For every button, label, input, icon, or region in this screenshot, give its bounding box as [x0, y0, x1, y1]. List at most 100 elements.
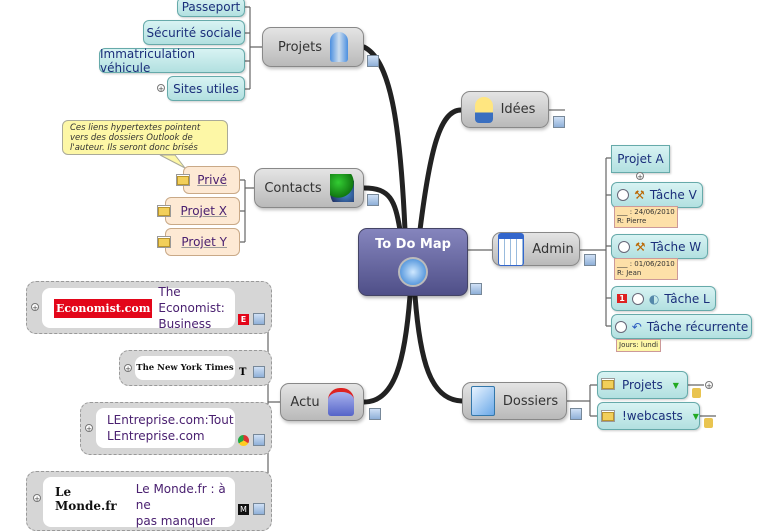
feed-content[interactable]: Le Monde.fr Le Monde.fr : à ne pas manque… [43, 477, 235, 529]
task-v[interactable]: ⚒Tâche V [611, 182, 703, 208]
favicon-nyt: T [239, 367, 247, 378]
priority-badge: 1 [617, 294, 627, 303]
link-label: Projet Y [181, 235, 227, 249]
note-icon[interactable] [553, 116, 565, 128]
folder-icon [176, 174, 190, 186]
link-projet-y[interactable]: Projet Y [165, 228, 240, 256]
topic-dossiers[interactable]: Dossiers [462, 382, 567, 420]
compass-icon [398, 257, 428, 287]
favicon-economist: E [238, 314, 249, 325]
central-title: To Do Map [375, 237, 451, 252]
note-icon[interactable] [367, 55, 379, 67]
pin-icon [692, 388, 701, 398]
topic-projets[interactable]: Projets [262, 27, 364, 67]
progress-circle-icon[interactable] [614, 320, 627, 333]
folder-webcasts[interactable]: !webcasts▼ [597, 402, 700, 430]
expand-icon[interactable]: + [85, 424, 93, 433]
note-icon[interactable] [570, 408, 582, 420]
expand-icon[interactable]: + [636, 172, 644, 181]
subtopic-projet-a[interactable]: Projet A [611, 145, 670, 173]
expand-icon[interactable]: + [31, 303, 39, 312]
topic-label: Admin [532, 241, 574, 257]
resource: R: Jean [617, 269, 642, 277]
document-pencil-icon [470, 386, 495, 416]
subtopic-label: Projet A [617, 152, 664, 166]
topic-actu[interactable]: Actu [280, 383, 364, 421]
task-label: Tâche récurrente [646, 319, 749, 334]
topic-admin[interactable]: Admin [492, 232, 580, 266]
note-icon[interactable] [253, 366, 265, 378]
subtopic-label: Sites utiles [173, 81, 239, 96]
topic-label: Actu [290, 394, 320, 410]
feed-title-line: The Economist: [158, 285, 225, 315]
progress-circle-icon[interactable] [631, 292, 644, 305]
nyt-logo: The New York Times [136, 363, 234, 373]
topic-label: Idées [500, 102, 536, 117]
expand-icon[interactable]: + [33, 494, 41, 503]
note-icon[interactable] [253, 313, 265, 325]
progress-circle-icon[interactable] [617, 240, 630, 253]
central-topic[interactable]: To Do Map [358, 228, 468, 296]
recurrence-icon: ↶ [631, 319, 642, 334]
callout: Ces liens hypertextes pointent vers des … [62, 120, 228, 155]
topic-idees[interactable]: Idées [461, 91, 549, 128]
subtopic-sites-utiles[interactable]: Sites utiles [167, 76, 245, 101]
mailbox-icon [327, 388, 354, 416]
feed-content[interactable]: Economist.com The Economist:Business [42, 285, 235, 331]
task-l[interactable]: 1 ◐ Tâche L [611, 286, 716, 311]
expand-icon[interactable]: + [157, 84, 165, 93]
task-recurrente[interactable]: ↶ Tâche récurrente [611, 314, 752, 339]
calendar-icon [498, 232, 525, 266]
feed-content[interactable]: The New York Times [135, 356, 235, 380]
expand-icon[interactable]: + [705, 381, 713, 390]
folder-icon [157, 236, 171, 248]
task-label: Tâche L [664, 291, 710, 306]
resource-icon: ◐ [648, 291, 660, 306]
folder-icon [601, 378, 615, 390]
note-icon[interactable] [470, 283, 482, 295]
topic-label: Dossiers [502, 393, 559, 409]
lemonde-logo: Le Monde.fr [55, 485, 117, 513]
feed-title-line: LEntreprise.com [107, 429, 205, 443]
subtopic-passeport[interactable]: Passeport [177, 0, 245, 17]
expand-icon[interactable]: + [124, 364, 132, 373]
gavel-icon: ⚒ [634, 239, 646, 254]
connectors [159, 6, 716, 516]
resource: R: Pierre [617, 217, 647, 225]
progress-circle-icon[interactable] [617, 189, 630, 201]
link-label: Projet X [180, 204, 228, 218]
note-icon[interactable] [369, 408, 381, 420]
folder-projets[interactable]: Projets▼ [597, 371, 688, 399]
due-date: ___ : 24/06/2010 [617, 208, 675, 216]
note-icon[interactable] [253, 434, 265, 446]
favicon-lemonde: M [238, 504, 249, 515]
feed-title-line: LEntreprise.com:Tout [107, 413, 234, 427]
folder-icon [601, 410, 615, 422]
subtopic-securite-sociale[interactable]: Sécurité sociale [143, 20, 245, 45]
note-icon[interactable] [584, 254, 596, 266]
dropdown-arrow-icon[interactable]: ▼ [672, 380, 679, 390]
topic-contacts[interactable]: Contacts [254, 168, 364, 208]
contacts-icon [329, 174, 354, 202]
note-icon[interactable] [253, 503, 265, 515]
subtopic-immatriculation[interactable]: Immatriculation véhicule [99, 46, 245, 75]
subtopic-label: Passeport [181, 0, 241, 14]
feed-title-line: Le Monde.fr : à ne [135, 482, 226, 512]
task-w[interactable]: ⚒ Tâche W [611, 234, 708, 259]
due-date: ___ : 01/06/2010 [617, 260, 675, 268]
topic-label: Projets [277, 39, 323, 55]
link-prive[interactable]: Privé [183, 166, 240, 194]
note-icon[interactable] [367, 194, 379, 206]
subtopic-label: Immatriculation véhicule [100, 46, 196, 75]
task-label: Tâche W [650, 239, 702, 254]
dropdown-arrow-icon[interactable]: ▼ [692, 411, 699, 421]
feed-title-line: pas manquer [135, 514, 215, 528]
feed-title: The Economist:Business [158, 284, 235, 332]
lightbulb-icon [474, 96, 493, 123]
feed-title: Le Monde.fr : à ne pas manquer [136, 481, 235, 529]
folder-icon [157, 205, 171, 217]
link-projet-x[interactable]: Projet X [165, 197, 240, 225]
